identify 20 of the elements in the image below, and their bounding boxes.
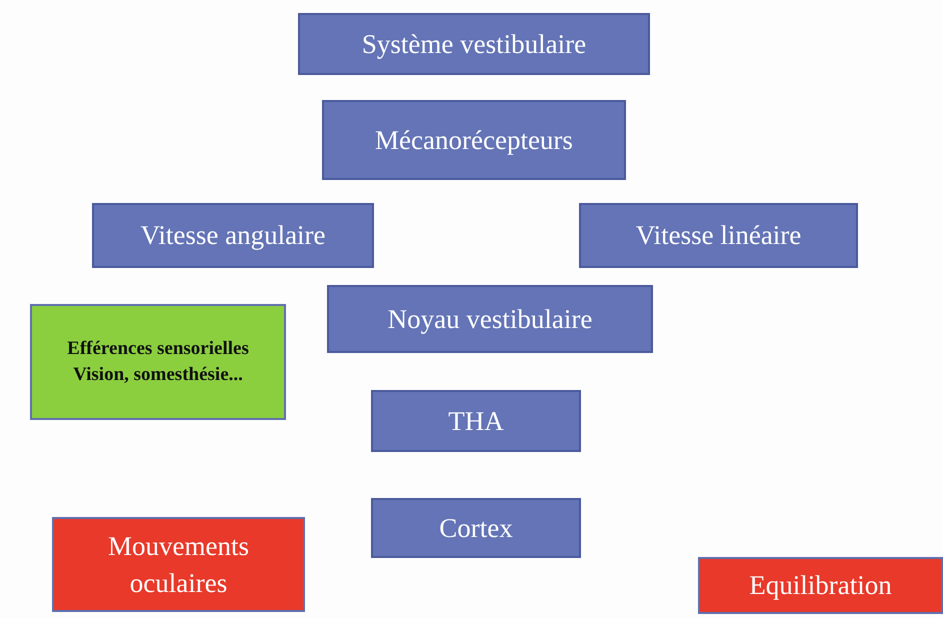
- process-box: [371, 498, 581, 558]
- info-box: [30, 304, 286, 420]
- node-label: Système vestibulaire: [360, 28, 588, 61]
- node-label: Vitesse linéaire: [634, 219, 802, 252]
- node-label: Mouvements oculaires: [107, 530, 250, 600]
- node-label: Efférences sensorielles Vision, somesthésie...: [66, 337, 250, 387]
- node-label: THA: [447, 404, 505, 438]
- process-box: [298, 13, 650, 75]
- process-box: [92, 203, 374, 268]
- node-label: Cortex: [438, 512, 514, 545]
- node-label: Noyau vestibulaire: [386, 302, 594, 336]
- output-box: [698, 557, 943, 614]
- node-label: Mécanorécepteurs: [374, 124, 574, 157]
- output-box: [52, 517, 305, 612]
- process-box: [371, 390, 581, 452]
- node-label: Equilibration: [748, 569, 893, 602]
- process-box: [579, 203, 858, 268]
- process-box: [327, 285, 653, 353]
- process-box: [322, 100, 626, 180]
- node-label: Vitesse angulaire: [139, 219, 327, 252]
